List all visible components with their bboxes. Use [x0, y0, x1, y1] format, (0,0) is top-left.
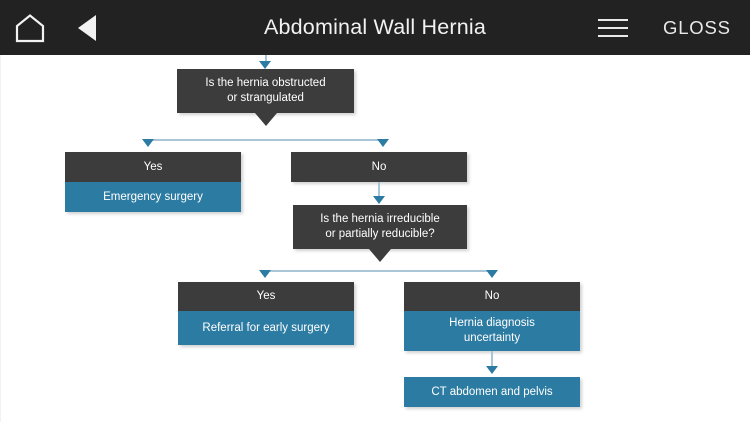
branch-2-no-action-line-1: Hernia diagnosis: [449, 317, 535, 329]
connector-no-to-q2-line: [378, 182, 380, 199]
menu-line-1: [598, 19, 628, 21]
branch-1-yes-action-text: Emergency surgery: [103, 190, 203, 203]
connector-branch-1-right-arrow: [377, 139, 389, 147]
connector-branch-2-horizontal: [265, 270, 492, 272]
branch-2-no-label-text: No: [484, 290, 500, 302]
branch-2-no-label[interactable]: No: [404, 282, 580, 311]
question-box-1-text: Is the hernia obstructed or strangulated: [205, 76, 325, 106]
glossary-button[interactable]: GLOSS: [663, 17, 731, 38]
menu-line-2: [598, 27, 628, 29]
branch-2-yes-label[interactable]: Yes: [178, 282, 354, 311]
flowchart-canvas: Is the hernia obstructed or strangulated…: [0, 55, 750, 422]
branch-2-yes-action[interactable]: Referral for early surgery: [178, 311, 354, 345]
branch-1-yes-label-text: Yes: [143, 160, 163, 173]
menu-line-3: [598, 35, 628, 37]
home-icon-glyph: [15, 14, 45, 43]
top-app-bar: Abdominal Wall Hernia GLOSS: [0, 0, 750, 55]
branch-2-no-action-line-2: uncertainty: [463, 332, 521, 344]
branch-1-no-label-text: No: [371, 160, 387, 173]
question-box-1[interactable]: Is the hernia obstructed or strangulated: [177, 69, 354, 113]
home-icon[interactable]: [14, 13, 46, 43]
page-title: Abdominal Wall Hernia: [263, 15, 487, 39]
branch-1-yes-action[interactable]: Emergency surgery: [65, 182, 241, 212]
branch-2-yes-label-text: Yes: [256, 290, 276, 302]
connector-branch-2-left-arrow: [259, 270, 271, 278]
question-box-2-line-1: Is the hernia irreducible: [320, 213, 440, 225]
branch-1-yes-label[interactable]: Yes: [65, 152, 241, 182]
question-box-2-line-2: or partially reducible?: [325, 228, 435, 240]
connector-to-final-line: [491, 351, 493, 369]
branch-2-no-action-text: Hernia diagnosis uncertainty: [449, 316, 535, 346]
connector-entry-line: [265, 55, 267, 63]
question-box-2-tail: [369, 249, 391, 262]
final-action-box[interactable]: CT abdomen and pelvis: [404, 377, 580, 407]
connector-no-to-q2-arrow: [373, 196, 385, 204]
back-arrow-icon[interactable]: [76, 14, 98, 42]
question-box-2-text: Is the hernia irreducible or partially r…: [320, 212, 440, 242]
connector-entry-arrow: [259, 61, 271, 69]
connector-to-final-arrow: [486, 366, 498, 374]
question-box-1-line-1: Is the hernia obstructed: [205, 77, 326, 89]
hamburger-menu-icon[interactable]: [598, 19, 628, 37]
final-action-text: CT abdomen and pelvis: [431, 385, 553, 398]
question-box-1-line-2: or strangulated: [227, 92, 304, 104]
connector-branch-2-right-arrow: [486, 270, 498, 278]
branch-2-yes-action-text: Referral for early surgery: [202, 321, 330, 334]
connector-branch-1-left-arrow: [142, 139, 154, 147]
connector-branch-1-horizontal: [148, 139, 383, 141]
branch-2-no-action[interactable]: Hernia diagnosis uncertainty: [404, 311, 580, 351]
question-box-1-tail: [255, 113, 277, 126]
question-box-2[interactable]: Is the hernia irreducible or partially r…: [293, 205, 467, 249]
back-arrow-icon-glyph: [78, 15, 96, 41]
branch-1-no-label[interactable]: No: [291, 152, 467, 182]
